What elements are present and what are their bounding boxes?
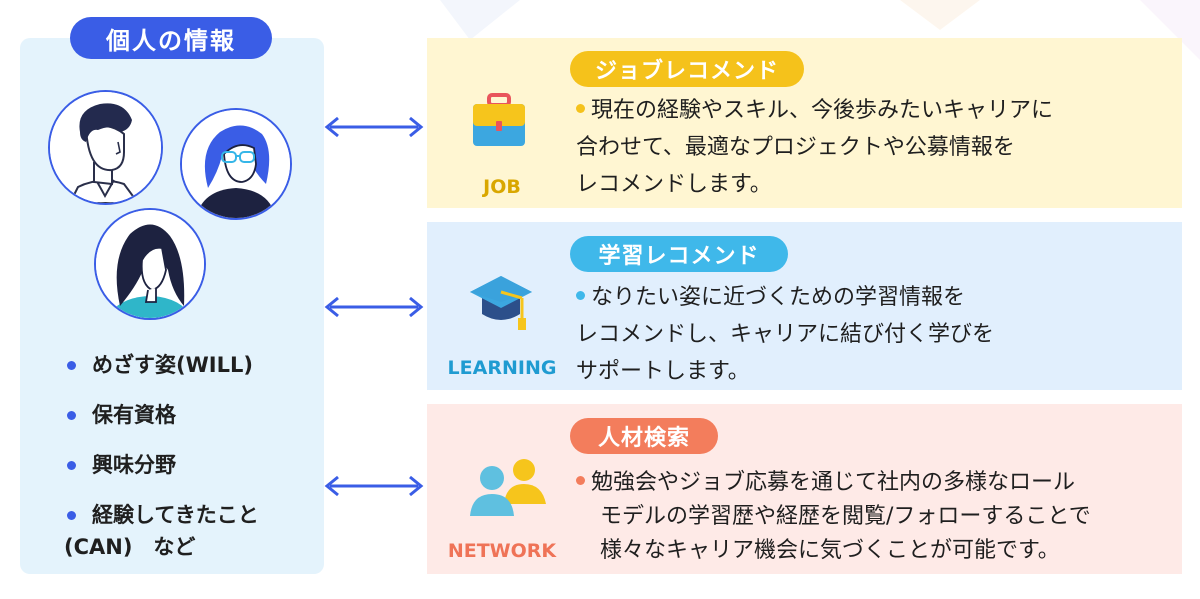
people-icon	[470, 459, 546, 516]
heading-pill-learning: 学習レコメンド	[570, 236, 788, 272]
description-learning: なりたい姿に近づくための学習情報を レコメンドし、キャリアに結び付く学びを サポ…	[576, 279, 994, 390]
heading-pill-network: 人材検索	[570, 418, 718, 454]
bullet-dot	[576, 103, 585, 113]
bullet-dot	[576, 475, 585, 485]
double-arrow-icon	[324, 475, 424, 497]
bullet-dot	[67, 511, 76, 520]
learning-card	[427, 222, 1182, 390]
bullet-dot	[67, 411, 76, 420]
category-label-job: JOB	[483, 176, 521, 198]
description-line: 様々なキャリア機会に気づくことが可能です。	[600, 538, 1060, 563]
profile-bullet-list: めざす姿(WILL) 保有資格 興味分野 経験してきたこと (CAN) など	[64, 352, 259, 560]
bullet-item: 興味分野	[64, 452, 259, 478]
description-line: モデルの学習歴や経歴を閲覧/フォローすることで	[600, 504, 1091, 529]
bullet-label: 経験してきたこと	[92, 503, 259, 527]
profile-title: 個人の情報	[70, 17, 272, 59]
double-arrow-icon	[324, 116, 424, 138]
description-job: 現在の経験やスキル、今後歩みたいキャリアに 合わせて、最適なプロジェクトや公募情…	[576, 92, 1053, 203]
category-label-network: NETWORK	[447, 540, 557, 562]
bullet-item: めざす姿(WILL)	[64, 352, 259, 378]
network-card	[427, 404, 1182, 574]
description-line: サポートします。	[576, 359, 750, 384]
bullet-label-continuation: (CAN) など	[64, 535, 196, 559]
bullet-label: 興味分野	[92, 453, 176, 477]
bullet-item: 経験してきたこと (CAN) など	[64, 502, 259, 560]
bullet-dot	[67, 361, 76, 370]
man-avatar-icon	[48, 90, 163, 205]
double-arrow-icon	[324, 296, 424, 318]
heading-pill-job: ジョブレコメンド	[570, 51, 804, 87]
description-line: 現在の経験やスキル、今後歩みたいキャリアに	[591, 98, 1054, 123]
bullet-label: めざす姿(WILL)	[92, 353, 253, 377]
bullet-item: 保有資格	[64, 402, 259, 428]
description-line: 勉強会やジョブ応募を通じて社内の多様なロール	[591, 470, 1076, 495]
briefcase-icon	[473, 93, 525, 146]
bullet-dot	[576, 290, 585, 300]
bullet-dot	[67, 461, 76, 470]
graduation-cap-icon	[470, 276, 532, 330]
description-network: 勉強会やジョブ応募を通じて社内の多様なロール モデルの学習歴や経歴を閲覧/フォロ…	[576, 466, 1091, 568]
description-line: レコメンドします。	[576, 172, 772, 197]
category-label-learning: LEARNING	[447, 357, 557, 379]
description-line: 合わせて、最適なプロジェクトや公募情報を	[576, 135, 1015, 160]
bullet-label: 保有資格	[92, 403, 176, 427]
woman-glasses-avatar-icon	[180, 108, 292, 220]
job-card	[427, 38, 1182, 208]
description-line: なりたい姿に近づくための学習情報を	[591, 285, 966, 310]
description-line: レコメンドし、キャリアに結び付く学びを	[576, 322, 995, 347]
woman-long-hair-avatar-icon	[94, 208, 206, 320]
